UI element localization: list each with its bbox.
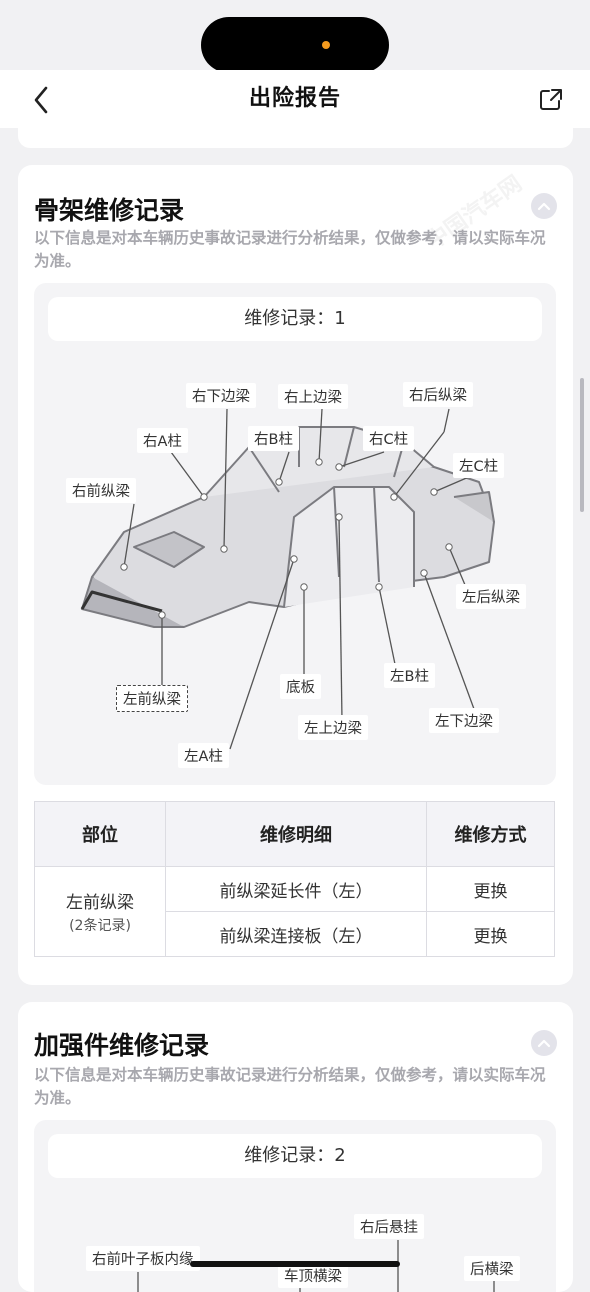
part-name: 左前纵梁 [66, 893, 134, 913]
nav-bar: 出险报告 [0, 70, 590, 128]
repair-record-count: 维修记录：1 [48, 297, 542, 341]
diagram-panel: 维修记录：2 右后悬挂 右前叶子板内缘 车顶横梁 后横梁 [34, 1120, 556, 1292]
leader-lines [123, 408, 493, 750]
label-right-upper-rail[interactable]: 右上边梁 [278, 384, 348, 409]
chevron-up-icon [537, 1039, 551, 1048]
back-button[interactable] [24, 78, 58, 118]
label-left-lower-sill[interactable]: 左下边梁 [429, 708, 499, 733]
table-row: 左前纵梁 (2条记录) 前纵梁延长件（左） 更换 [34, 866, 555, 957]
repair-record-count: 维修记录：2 [48, 1134, 542, 1178]
detail-cell: 前纵梁延长件（左） [165, 866, 427, 912]
section-description: 以下信息是对本车辆历史事故记录进行分析结果，仅做参考，请以实际车况为准。 [34, 1066, 546, 1107]
anchor-dots [120, 458, 453, 619]
record-count-note: (2条记录) [69, 918, 131, 934]
label-right-c-pillar[interactable]: 右C柱 [363, 426, 415, 451]
reinforcement-repair-card: 加强件维修记录 以下信息是对本车辆历史事故记录进行分析结果，仅做参考，请以实际车… [18, 1002, 573, 1292]
collapse-button[interactable] [531, 193, 557, 219]
label-left-a-pillar[interactable]: 左A柱 [178, 743, 229, 768]
part-cell: 左前纵梁 (2条记录) [34, 866, 166, 957]
label-right-rear-rail[interactable]: 右后纵梁 [403, 382, 473, 407]
column-header-part: 部位 [34, 801, 166, 867]
label-right-lower-sill[interactable]: 右下边梁 [186, 383, 256, 408]
label-left-upper-rail[interactable]: 左上边梁 [298, 715, 368, 740]
label-right-front-fender-inner[interactable]: 右前叶子板内缘 [86, 1246, 200, 1271]
label-right-rear-suspension[interactable]: 右后悬挂 [354, 1214, 424, 1239]
label-left-b-pillar[interactable]: 左B柱 [384, 663, 435, 688]
share-icon [540, 89, 562, 110]
collapse-button[interactable] [531, 1030, 557, 1056]
dynamic-island [201, 17, 389, 73]
scrollbar[interactable] [580, 378, 584, 512]
previous-card-bottom [18, 128, 573, 148]
page-title: 出险报告 [248, 86, 341, 111]
label-right-a-pillar[interactable]: 右A柱 [137, 428, 188, 453]
label-rear-crossmember[interactable]: 后横梁 [464, 1256, 520, 1281]
label-floor[interactable]: 底板 [280, 674, 321, 699]
diagram-panel: 维修记录：1 [34, 283, 556, 785]
home-indicator[interactable] [190, 1261, 400, 1267]
method-cell: 更换 [426, 911, 555, 957]
chevron-up-icon [537, 202, 551, 211]
camera-indicator-dot [322, 41, 330, 49]
section-title: 加强件维修记录 [34, 1031, 210, 1060]
share-button[interactable] [534, 82, 568, 116]
column-header-method: 维修方式 [426, 801, 555, 867]
table-row: 前纵梁连接板（左） 更换 [35, 911, 555, 957]
label-left-c-pillar[interactable]: 左C柱 [453, 453, 505, 478]
method-cell: 更换 [426, 866, 555, 912]
repair-detail-table: 部位 维修明细 维修方式 左前纵梁 (2条记录) 前纵梁延长件（左） 更换 前纵… [34, 801, 555, 957]
label-left-front-rail[interactable]: 左前纵梁 [116, 685, 188, 712]
section-description: 以下信息是对本车辆历史事故记录进行分析结果，仅做参考，请以实际车况为准。 [34, 229, 546, 270]
detail-cell: 前纵梁连接板（左） [165, 911, 427, 957]
label-left-rear-rail[interactable]: 左后纵梁 [456, 584, 526, 609]
label-right-b-pillar[interactable]: 右B柱 [248, 426, 299, 451]
column-header-detail: 维修明细 [165, 801, 427, 867]
section-title: 骨架维修记录 [34, 196, 185, 225]
chevron-left-icon [34, 86, 48, 114]
frame-repair-card: 骨架维修记录 以下信息是对本车辆历史事故记录进行分析结果，仅做参考，请以实际车况… [18, 165, 573, 985]
label-right-front-rail[interactable]: 右前纵梁 [66, 478, 136, 503]
